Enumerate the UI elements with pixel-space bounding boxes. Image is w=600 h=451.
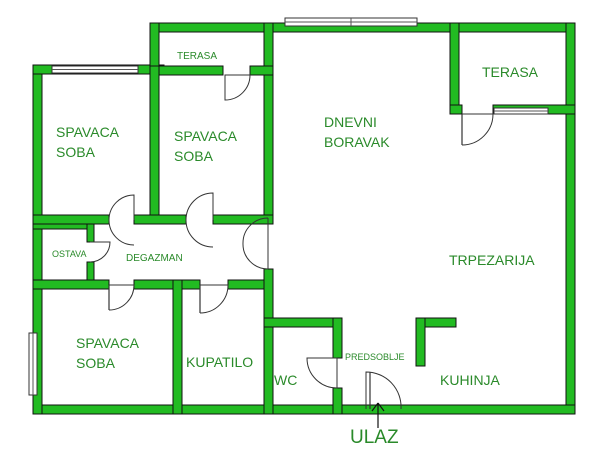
label-bathroom: KUPATILO [186, 354, 253, 370]
label-terrace-right: TERASA [482, 64, 539, 80]
wall-hall-bottom-mid [133, 279, 201, 290]
label-bedroom3-line1: SPAVACA [76, 335, 140, 351]
door-bedroom1-lower [108, 219, 135, 246]
door-bathroom [199, 284, 229, 314]
label-bedroom2-line2: SOBA [174, 148, 214, 164]
wall-bottom-outer [32, 404, 576, 415]
wall-wc-top [263, 317, 343, 328]
door-bedroom1 [108, 194, 135, 221]
label-dining: TRPEZARIJA [449, 252, 535, 268]
wall-wc-right-upper [332, 317, 343, 359]
wall-terrace-bottom [149, 65, 224, 76]
wall-right-terrace-left [449, 22, 460, 115]
wall-hall-bottom-left [32, 279, 110, 290]
label-bedroom1-line2: SOBA [56, 144, 96, 160]
label-kitchen: KUHINJA [440, 372, 501, 388]
door-terrace-right [461, 113, 494, 146]
label-bedroom2-line1: SPAVACA [174, 128, 238, 144]
label-terrace-small: TERASA [177, 51, 217, 62]
label-wc: WC [274, 372, 297, 388]
label-bedroom1-line1: SPAVACA [56, 124, 120, 140]
wall-right-outer [565, 22, 576, 415]
label-storage: OSTAVA [52, 249, 87, 259]
label-bedroom3-line2: SOBA [76, 355, 116, 371]
door-storage [89, 241, 111, 263]
door-bedroom2-lower [185, 219, 214, 248]
door-wc [306, 357, 338, 389]
windows [28, 17, 549, 396]
wall-storage-right-upper [86, 223, 95, 243]
label-foyer: PREDSOBLJE [345, 352, 405, 362]
door-bedroom3 [108, 284, 135, 311]
room-labels: TERASA TERASA SPAVACA SOBA SPAVACA SOBA … [52, 51, 539, 448]
wall-storage-top [32, 223, 88, 230]
door-bedroom2 [185, 192, 214, 221]
wall-living-left-upper [263, 22, 274, 219]
wall-terrace-bottom-right [249, 65, 274, 76]
wall-living-left-lower [263, 268, 274, 415]
door-entrance [365, 371, 402, 410]
label-entrance: ULAZ [350, 427, 399, 448]
doors [89, 74, 494, 410]
wall-bedroom2-bottom-right [212, 214, 274, 225]
door-living [242, 217, 269, 270]
label-living-line1: DNEVNI [324, 114, 377, 130]
wall-bedroom-bottom-mid [133, 214, 187, 225]
wall-kitchen-left [415, 317, 426, 367]
wall-right-terrace-bottom-left [449, 104, 463, 115]
wall-wc-right-lower [332, 387, 343, 415]
label-living-line2: BORAVAK [324, 134, 390, 150]
label-hallway: DEGAZMAN [126, 253, 183, 264]
wall-bedroom1-bottom-left [32, 214, 110, 225]
wall-bedrooms-divider [149, 65, 160, 223]
entrance-arrow-icon [371, 402, 385, 428]
wall-bathroom-left [172, 279, 183, 415]
door-terrace-small [224, 74, 251, 101]
